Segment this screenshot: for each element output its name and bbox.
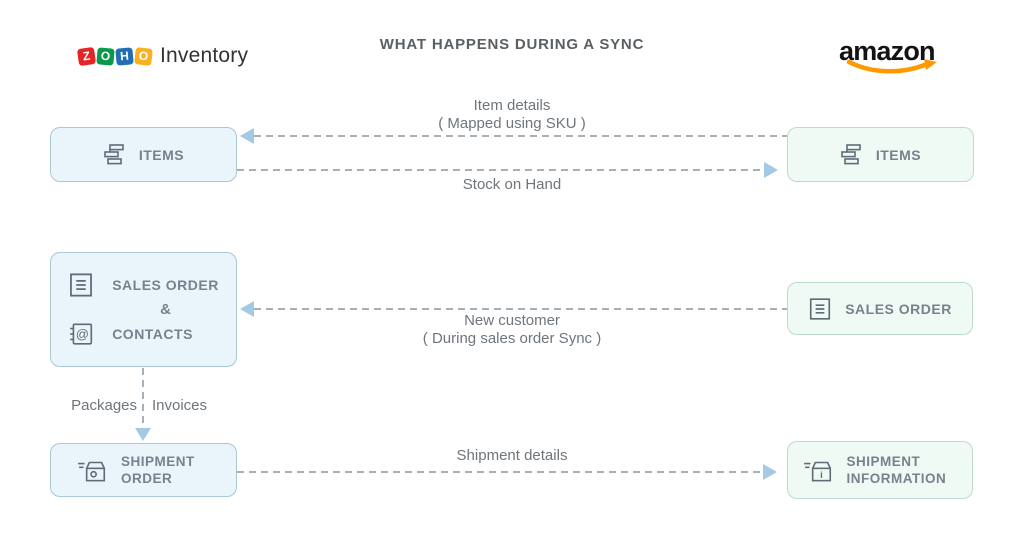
zoho-sales-order-contacts-box: SALES ORDER & @ CONTACTS (50, 252, 237, 367)
arrow-left-icon (240, 301, 254, 317)
box-label: SHIPMENT ORDER (121, 454, 195, 486)
contacts-icon: @ (68, 321, 98, 347)
box-label: CONTACTS (112, 326, 193, 342)
items-icon (840, 144, 863, 165)
arrow-left-icon (240, 128, 254, 144)
flow-label-line: New customer (464, 312, 560, 329)
zoho-product-name: Inventory (160, 44, 249, 67)
box-label: SALES ORDER (845, 300, 952, 317)
flow-label-line: ( Mapped using SKU ) (438, 115, 586, 132)
ampersand-label: & (160, 301, 171, 318)
arrow-right-icon (763, 464, 777, 480)
box-label: SALES ORDER (112, 277, 219, 293)
amazon-smile-icon (846, 59, 937, 74)
zoho-items-box: ITEMS (50, 127, 237, 182)
sales-order-icon (68, 272, 98, 298)
flow-label-shipment-details: Shipment details (456, 447, 568, 464)
zoho-inventory-logo: Z O H O Inventory (76, 44, 249, 68)
flow-label-packages: Packages (71, 397, 137, 414)
flow-label-line: ( During sales order Sync ) (422, 330, 602, 347)
svg-text:i: i (820, 469, 823, 480)
box-label: SHIPMENT INFORMATION (846, 454, 947, 486)
shipment-box-icon (76, 458, 108, 483)
flow-label-stock-on-hand: Stock on Hand (462, 176, 562, 193)
amazon-wordmark: amazon (839, 36, 936, 66)
page-title: WHAT HAPPENS DURING A SYNC (379, 36, 645, 53)
svg-text:@: @ (76, 326, 89, 341)
box-label: ITEMS (875, 146, 922, 163)
box-label: ITEMS (138, 146, 185, 163)
flow-label-item-details: Item details ( Mapped using SKU ) (362, 97, 662, 133)
amazon-items-box: ITEMS (787, 127, 974, 182)
sales-order-icon (808, 297, 832, 321)
flow-label-invoices: Invoices (152, 397, 208, 414)
items-icon (103, 144, 126, 165)
amazon-shipment-information-box: i SHIPMENT INFORMATION (787, 441, 973, 499)
amazon-sales-order-box: SALES ORDER (787, 282, 973, 335)
arrow-down-icon (135, 428, 151, 441)
amazon-logo: amazon (839, 38, 969, 74)
arrow-right-icon (764, 162, 778, 178)
shipment-info-icon: i (802, 458, 834, 483)
flow-label-new-customer: New customer ( During sales order Sync ) (337, 312, 687, 348)
zoho-shipment-order-box: SHIPMENT ORDER (50, 443, 237, 497)
flow-label-line: Item details (473, 97, 551, 114)
